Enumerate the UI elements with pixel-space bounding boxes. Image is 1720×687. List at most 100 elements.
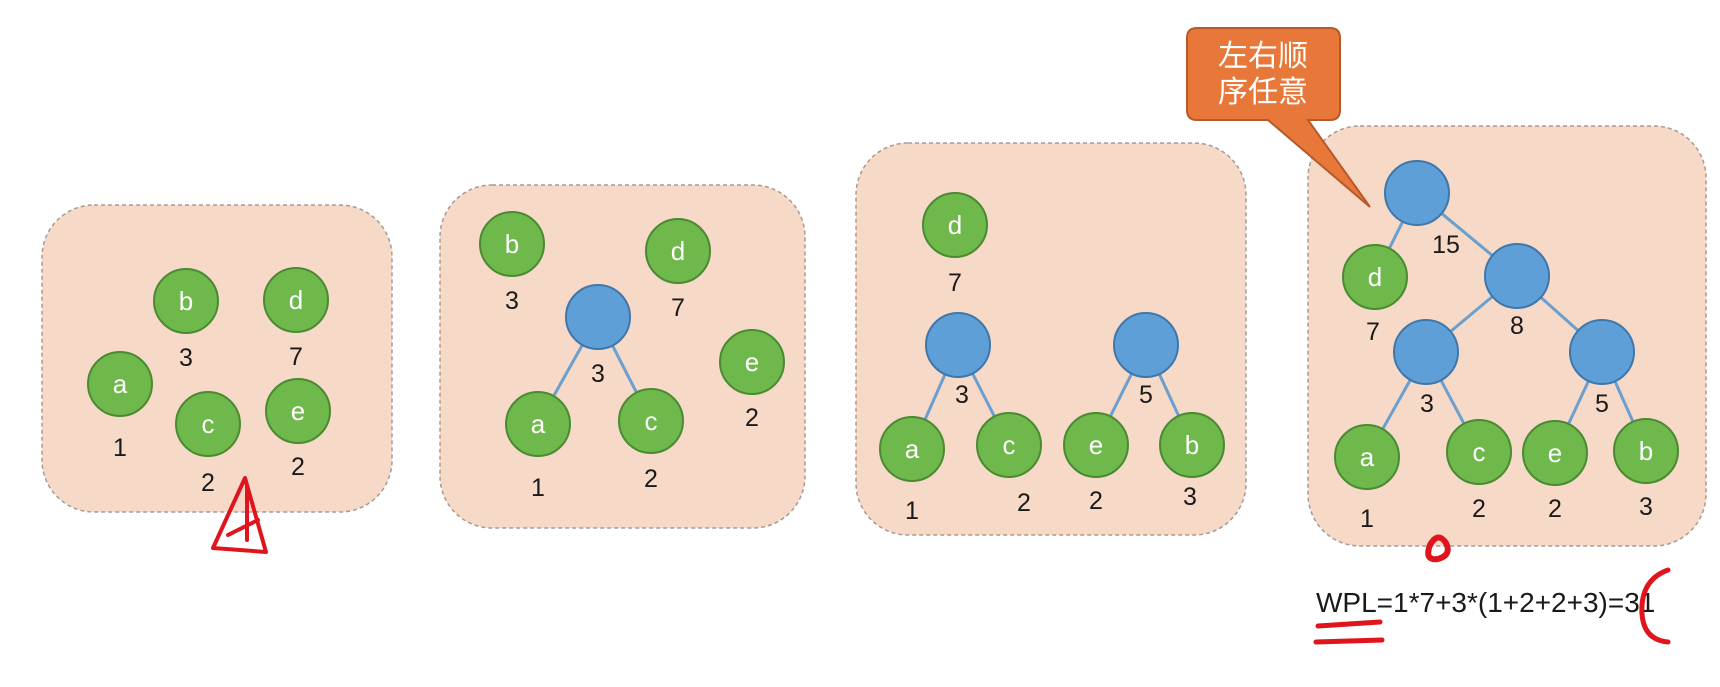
- step4-node-a: a1: [1334, 424, 1400, 533]
- step3-node-d: d7: [922, 192, 988, 297]
- step1-node-circle-e: [265, 378, 331, 444]
- step3-node-circle-d: [922, 192, 988, 258]
- step1-node-label-a: a: [113, 369, 128, 399]
- step2-node-weight-n3: 3: [591, 360, 605, 388]
- step3-edge-n5-b: [1158, 373, 1180, 417]
- step4-edge-n3-c: [1439, 379, 1466, 425]
- step3-node-label-c: c: [1003, 430, 1016, 460]
- step3-node-weight-c: 2: [1017, 489, 1031, 517]
- step3-node-label-d: d: [948, 210, 962, 240]
- step2-node-label-b: b: [505, 229, 519, 259]
- step4-node-circle-n8: [1484, 243, 1550, 309]
- step4-node-circle-d: [1342, 244, 1408, 310]
- step2-node-circle-e: [719, 329, 785, 395]
- step4-node-weight-n8: 8: [1510, 312, 1524, 340]
- step4-node-circle-n15: [1384, 160, 1450, 226]
- step3-node-circle-n5: [1113, 312, 1179, 378]
- step3-node-weight-e: 2: [1089, 487, 1103, 515]
- step3-node-circle-b: [1159, 412, 1225, 478]
- step3-node-weight-d: 7: [948, 269, 962, 297]
- step2-edge-n3-c: [611, 344, 638, 394]
- step3-node-circle-n3: [925, 312, 991, 378]
- step3-node-weight-n5: 5: [1139, 381, 1153, 409]
- step1-node-label-e: e: [291, 396, 305, 426]
- step3-node-n5: 5: [1113, 312, 1179, 409]
- handwritten-annotations: [211, 476, 1671, 645]
- step4-node-label-d: d: [1368, 262, 1382, 292]
- panel-step1: [41, 204, 393, 513]
- step2-node-a: a1: [505, 391, 571, 502]
- red-triangle-mark: [211, 476, 268, 554]
- step2-node-label-a: a: [531, 409, 546, 439]
- step3-node-label-b: b: [1185, 430, 1199, 460]
- step4-node-weight-a: 1: [1360, 505, 1374, 533]
- step4-edge-n5-b: [1613, 380, 1635, 423]
- callout-line1: 左右顺: [1218, 40, 1308, 73]
- step2-node-circle-d: [645, 218, 711, 284]
- step1-node-weight-d: 7: [289, 343, 303, 371]
- step2-node-label-c: c: [645, 406, 658, 436]
- step4-node-n8: 8: [1484, 243, 1550, 340]
- step1-node-circle-a: [87, 351, 153, 417]
- step2-node-weight-b: 3: [505, 287, 519, 315]
- step2-node-weight-c: 2: [644, 465, 658, 493]
- step1-node-d: d7: [263, 267, 329, 371]
- step1-node-weight-a: 1: [113, 434, 127, 462]
- step3-node-circle-a: [879, 416, 945, 482]
- step4-edge-n15-d: [1387, 220, 1405, 250]
- step1-node-circle-b: [153, 268, 219, 334]
- step4-edge-n8-n5: [1539, 296, 1580, 332]
- step4-node-n5: 5: [1569, 319, 1635, 418]
- step4-node-label-b: b: [1639, 436, 1653, 466]
- step4-node-weight-c: 2: [1472, 495, 1486, 523]
- step1-node-circle-d: [263, 267, 329, 333]
- step4-edge-n8-n3: [1449, 295, 1494, 333]
- wpl-formula: WPL=1*7+3*(1+2+2+3)=31: [1316, 587, 1655, 618]
- step4-node-weight-n3: 3: [1420, 390, 1434, 418]
- step3-node-e: e2: [1063, 412, 1129, 515]
- step3-node-a: a1: [879, 416, 945, 525]
- step3-edge-n5-e: [1108, 372, 1134, 418]
- step4-node-label-c: c: [1473, 437, 1486, 467]
- step3-node-weight-b: 3: [1183, 483, 1197, 511]
- step4-node-circle-n5: [1569, 319, 1635, 385]
- step1-node-a: a1: [87, 351, 153, 462]
- callout: 左右顺 序任意: [1186, 27, 1371, 208]
- step4-edge-n5-e: [1567, 380, 1590, 425]
- step4-edge-n3-a: [1381, 379, 1412, 430]
- step4-edge-n15-n8: [1440, 212, 1494, 257]
- step2-node-weight-e: 2: [745, 404, 759, 432]
- step1-node-b: b3: [153, 268, 219, 372]
- step1-node-label-c: c: [202, 409, 215, 439]
- step1-node-weight-c: 2: [201, 469, 215, 497]
- step3-node-label-e: e: [1089, 430, 1103, 460]
- step4-node-n15: 15: [1384, 160, 1460, 259]
- step2-node-n3: 3: [565, 284, 631, 388]
- step4-node-circle-c: [1446, 419, 1512, 485]
- step1-node-circle-c: [175, 391, 241, 457]
- step2-node-circle-c: [618, 388, 684, 454]
- step1-node-label-d: d: [289, 285, 303, 315]
- step2-node-circle-a: [505, 391, 571, 457]
- step3-node-weight-a: 1: [905, 497, 919, 525]
- step4-node-n3: 3: [1393, 319, 1459, 418]
- step4-node-circle-n3: [1393, 319, 1459, 385]
- step1-node-label-b: b: [179, 286, 193, 316]
- step2-node-c: c2: [618, 388, 684, 493]
- panel-step4: [1307, 125, 1707, 547]
- step2-node-b: b3: [479, 211, 545, 315]
- step2-node-e: e2: [719, 329, 785, 432]
- step3-node-n3: 3: [925, 312, 991, 409]
- step1-node-c: c2: [175, 391, 241, 497]
- step2-node-weight-a: 1: [531, 474, 545, 502]
- step4-node-d: d7: [1342, 244, 1408, 346]
- step4-node-weight-b: 3: [1639, 493, 1653, 521]
- step3-node-b: b3: [1159, 412, 1225, 511]
- step4-node-label-a: a: [1360, 442, 1375, 472]
- step2-edge-n3-a: [552, 344, 584, 397]
- step3-node-weight-n3: 3: [955, 381, 969, 409]
- callout-shape: [1186, 27, 1371, 208]
- step2-node-circle-n3: [565, 284, 631, 350]
